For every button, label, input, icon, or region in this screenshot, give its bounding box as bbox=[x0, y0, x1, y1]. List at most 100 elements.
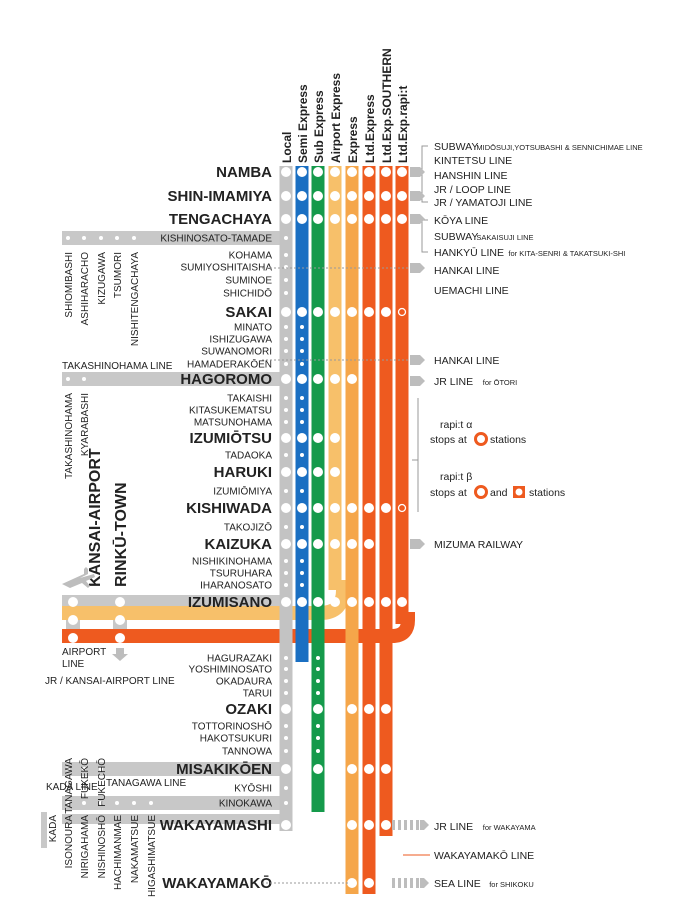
kada-station: ISONOURA bbox=[64, 815, 75, 869]
stop-dot bbox=[381, 191, 391, 201]
kada-stop bbox=[149, 801, 153, 805]
station-label: TANNOWA bbox=[222, 747, 272, 758]
transfer-line-sublabel: for KITA-SENRI & TAKATSUKI-SHI bbox=[508, 249, 625, 258]
rinku-stop-dot bbox=[115, 597, 125, 607]
stop-dot bbox=[347, 878, 357, 888]
minor-stop-dot bbox=[316, 656, 320, 660]
airport-line-label: AIRPORT bbox=[62, 647, 106, 658]
transfer-line-label: SUBWAY bbox=[434, 231, 478, 243]
minor-stop-dot bbox=[316, 724, 320, 728]
rapit-beta-ring bbox=[397, 307, 407, 317]
kansai-airport-label: KANSAI-AIRPORT bbox=[87, 448, 104, 587]
koya-branch-stop bbox=[82, 236, 86, 240]
transfer-arrow-icon bbox=[410, 376, 425, 386]
station-label: KAIZUKA bbox=[205, 536, 273, 553]
minor-stop-dot bbox=[316, 736, 320, 740]
minor-stop-dot bbox=[300, 420, 304, 424]
kada-stop bbox=[115, 801, 119, 805]
transfer-arrow-icon bbox=[410, 214, 425, 224]
stop-dot bbox=[364, 820, 374, 830]
stop-dot bbox=[364, 307, 374, 317]
airport-stop-dot bbox=[68, 597, 78, 607]
station-label: OZAKI bbox=[225, 701, 272, 718]
service-label-7: Ltd.Exp.rapi:t bbox=[396, 86, 410, 163]
stop-dot bbox=[364, 539, 374, 549]
minor-stop-dot bbox=[300, 337, 304, 341]
stop-dot bbox=[281, 539, 291, 549]
rinku-stop-dot bbox=[115, 633, 125, 643]
stop-dot bbox=[330, 433, 340, 443]
service-label-3: Airport Express bbox=[329, 73, 343, 163]
stop-dot bbox=[381, 503, 391, 513]
service-label-6: Ltd.Exp.SOUTHERN bbox=[380, 48, 394, 163]
station-label: SHICHIDŌ bbox=[223, 288, 272, 300]
transfer-stripe bbox=[416, 820, 419, 830]
minor-stop-dot bbox=[284, 571, 288, 575]
stop-dot bbox=[297, 467, 307, 477]
stop-dot bbox=[364, 764, 374, 774]
transfer-stripe bbox=[398, 820, 401, 830]
tanagawa-stop bbox=[66, 767, 70, 771]
transfer-line-label: JR LINE bbox=[434, 376, 473, 388]
stop-dot bbox=[347, 704, 357, 714]
transfer-arrow-icon bbox=[410, 263, 425, 273]
station-label: TADAOKA bbox=[225, 451, 272, 462]
stop-dot bbox=[381, 597, 391, 607]
stop-dot bbox=[347, 539, 357, 549]
minor-stop-dot bbox=[284, 691, 288, 695]
minor-stop-dot bbox=[284, 420, 288, 424]
station-label: MATSUNOHAMA bbox=[194, 418, 272, 429]
rapit-beta-symbol bbox=[474, 485, 488, 499]
minor-stop-dot bbox=[284, 583, 288, 587]
transfer-line-sublabel: MIDŌSUJI,YOTSUBASHI & SENNICHIMAE LINE bbox=[476, 143, 642, 152]
tanagawa-line-label: TANAGAWA LINE bbox=[106, 778, 187, 789]
station-label: KISHIWADA bbox=[186, 500, 272, 517]
stop-dot bbox=[330, 597, 340, 607]
stop-dot bbox=[397, 597, 407, 607]
stop-dot bbox=[313, 307, 323, 317]
kada-station: HACHIMANMAE bbox=[113, 815, 124, 890]
minor-stop-dot bbox=[300, 408, 304, 412]
takashinohama-station: TAKASHINOHAMA bbox=[64, 393, 75, 479]
tanagawa-stop bbox=[82, 767, 86, 771]
transfer-stripe bbox=[410, 878, 413, 888]
minor-stop-dot bbox=[284, 291, 288, 295]
minor-stop-dot bbox=[316, 691, 320, 695]
stop-dot bbox=[297, 503, 307, 513]
station-label: KISHINOSATO-TAMADE bbox=[160, 234, 272, 245]
kada-station: NISHINOSHŌ bbox=[96, 815, 108, 879]
stop-dot bbox=[297, 374, 307, 384]
stop-dot bbox=[297, 214, 307, 224]
transfer-line-label: WAKAYAMAKŌ LINE bbox=[434, 850, 534, 862]
ltd-exp-southern-line bbox=[379, 166, 393, 836]
stop-dot bbox=[364, 597, 374, 607]
transfer-stripe bbox=[404, 820, 407, 830]
tanagawa-stop bbox=[99, 767, 103, 771]
minor-stop-dot bbox=[284, 525, 288, 529]
stop-dot bbox=[281, 704, 291, 714]
kada-stop bbox=[82, 801, 86, 805]
stop-dot bbox=[364, 704, 374, 714]
minor-stop-dot bbox=[284, 396, 288, 400]
stop-dot bbox=[330, 374, 340, 384]
minor-stop-dot bbox=[300, 571, 304, 575]
stop-dot bbox=[281, 764, 291, 774]
station-label: NAMBA bbox=[216, 164, 272, 181]
station-label: HAGOROMO bbox=[180, 371, 272, 388]
transfer-arrow-icon bbox=[420, 878, 429, 888]
wakayama-connector bbox=[62, 814, 286, 824]
minor-stop-dot bbox=[284, 349, 288, 353]
stop-dot bbox=[347, 191, 357, 201]
station-label: SUMINOE bbox=[225, 276, 272, 287]
minor-stop-dot bbox=[284, 489, 288, 493]
kada-stop bbox=[132, 801, 136, 805]
stop-dot bbox=[381, 167, 391, 177]
local-line bbox=[279, 166, 293, 831]
transfer-stripe bbox=[404, 878, 407, 888]
stop-dot bbox=[381, 764, 391, 774]
station-label: NISHIKINOHAMA bbox=[192, 557, 272, 568]
stop-dot bbox=[281, 433, 291, 443]
koya-branch-station: KIZUGAWA bbox=[97, 252, 108, 305]
kada-station: NIRIGAHAMA bbox=[80, 815, 91, 879]
